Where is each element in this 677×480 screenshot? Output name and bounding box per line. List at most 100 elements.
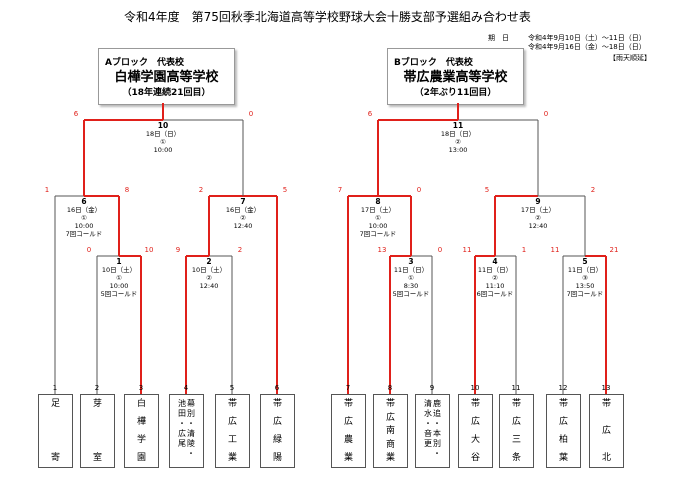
- team-char: 白: [136, 399, 146, 409]
- team-char: ・: [424, 419, 432, 428]
- team-seed-11: 11: [511, 384, 521, 392]
- g11-left-score: 6: [367, 110, 373, 118]
- team-box-4: 池田・広尾幕別・清陵・: [169, 394, 204, 468]
- g5-left-score: 11: [550, 246, 560, 254]
- g1-date: 10日（土）: [101, 266, 137, 274]
- block-a-school: 白樺学園高等学校: [114, 70, 219, 85]
- team-char: 業: [343, 453, 353, 463]
- team-seed-10: 10: [470, 384, 480, 392]
- team-char: 清: [424, 399, 432, 408]
- team-box-8: 帯広南商業: [373, 394, 408, 468]
- g10-right-score: 0: [248, 110, 254, 118]
- team-seed-2: 2: [94, 384, 100, 392]
- team-char: 広: [272, 417, 282, 427]
- g8-result: 7回コールド: [359, 230, 397, 238]
- team-box-11: 帯広三条: [499, 394, 534, 468]
- g9-num: 9: [535, 197, 541, 206]
- g1-num: 1: [116, 257, 122, 266]
- team-char: 北: [601, 453, 611, 463]
- g7-num: 7: [240, 197, 246, 206]
- team-seed-12: 12: [558, 384, 568, 392]
- team-char: 追: [433, 409, 441, 418]
- team-char: 南: [385, 426, 395, 436]
- g9-left-score: 5: [484, 186, 490, 194]
- team-seed-8: 8: [387, 384, 393, 392]
- team-box-9: 清水・音更鹿追・本別・: [415, 394, 450, 468]
- team-seed-7: 7: [345, 384, 351, 392]
- g6-field: ①: [81, 214, 87, 222]
- g11-time: 13:00: [448, 146, 468, 154]
- team-box-6: 帯広緑陽: [260, 394, 295, 468]
- team-char: 広: [385, 412, 395, 423]
- team-char: 帯: [558, 399, 568, 409]
- g7-time: 12:40: [233, 222, 253, 230]
- team-seed-1: 1: [52, 384, 58, 392]
- g5-field: ③: [582, 274, 588, 282]
- team-name-1: 足寄: [39, 399, 72, 463]
- g7-date: 16日（金）: [225, 206, 261, 214]
- period-line-1: 令和4年9月10日（土）～11日（日）: [528, 34, 646, 42]
- team-char: 広: [511, 417, 521, 427]
- team-char: 広: [227, 417, 237, 427]
- g7-left-score: 2: [198, 186, 204, 194]
- g3-right-score: 0: [437, 246, 443, 254]
- team-char: 業: [385, 453, 395, 463]
- team-char: 池: [178, 399, 186, 408]
- period-line-2: 令和4年9月16日（金）～18日（日）: [528, 43, 646, 51]
- g5-time: 13:50: [575, 282, 595, 290]
- team-name-9: 清水・音更鹿追・本別・: [416, 399, 449, 463]
- team-char: 園: [136, 453, 146, 463]
- team-char: 帯: [511, 399, 521, 409]
- g5-right-score: 21: [609, 246, 619, 254]
- g9-date: 17日（土）: [520, 206, 556, 214]
- team-char: ・: [433, 419, 441, 428]
- team-name-column: 池田・広尾: [178, 399, 186, 449]
- team-box-10: 帯広大谷: [458, 394, 493, 468]
- team-char: 陽: [272, 453, 282, 463]
- team-char: ・: [187, 449, 195, 458]
- rain-note: 【雨天順延】: [609, 54, 651, 62]
- team-name-6: 帯広緑陽: [261, 399, 294, 463]
- team-box-3: 白樺学園: [124, 394, 159, 468]
- g11-field: ②: [455, 138, 461, 146]
- g3-num: 3: [408, 257, 414, 266]
- block-a-note: （18年連続21回目）: [122, 88, 211, 98]
- team-char: 柏: [558, 435, 568, 445]
- g11-right-score: 0: [543, 110, 549, 118]
- team-char: 大: [470, 435, 480, 445]
- team-char: 商: [385, 439, 395, 450]
- team-seed-9: 9: [429, 384, 435, 392]
- team-char: 帯: [385, 399, 395, 409]
- team-char: 帯: [601, 399, 611, 409]
- g2-field: ②: [206, 274, 212, 282]
- g6-time: 10:00: [74, 222, 94, 230]
- team-seed-3: 3: [138, 384, 144, 392]
- g3-result: 5回コールド: [392, 290, 430, 298]
- team-box-12: 帯広柏葉: [546, 394, 581, 468]
- g3-time: 8:30: [403, 282, 419, 290]
- team-char: 水: [424, 409, 432, 418]
- team-char: 本: [433, 429, 441, 438]
- team-seed-4: 4: [183, 384, 189, 392]
- block-a-representative: Aブロック 代表校 白樺学園高等学校 （18年連続21回目）: [98, 48, 235, 105]
- g6-date: 16日（金）: [66, 206, 102, 214]
- g1-field: ①: [116, 274, 122, 282]
- team-name-13: 帯広北: [590, 399, 623, 463]
- g4-right-score: 1: [521, 246, 527, 254]
- team-name-7: 帯広農業: [332, 399, 365, 463]
- team-name-8: 帯広南商業: [374, 399, 407, 463]
- block-a-label: Aブロック 代表校: [105, 58, 184, 68]
- g4-left-score: 11: [462, 246, 472, 254]
- team-char: ・: [187, 419, 195, 428]
- team-box-5: 帯広工業: [215, 394, 250, 468]
- team-char: 陵: [187, 439, 195, 448]
- g1-left-score: 0: [86, 246, 92, 254]
